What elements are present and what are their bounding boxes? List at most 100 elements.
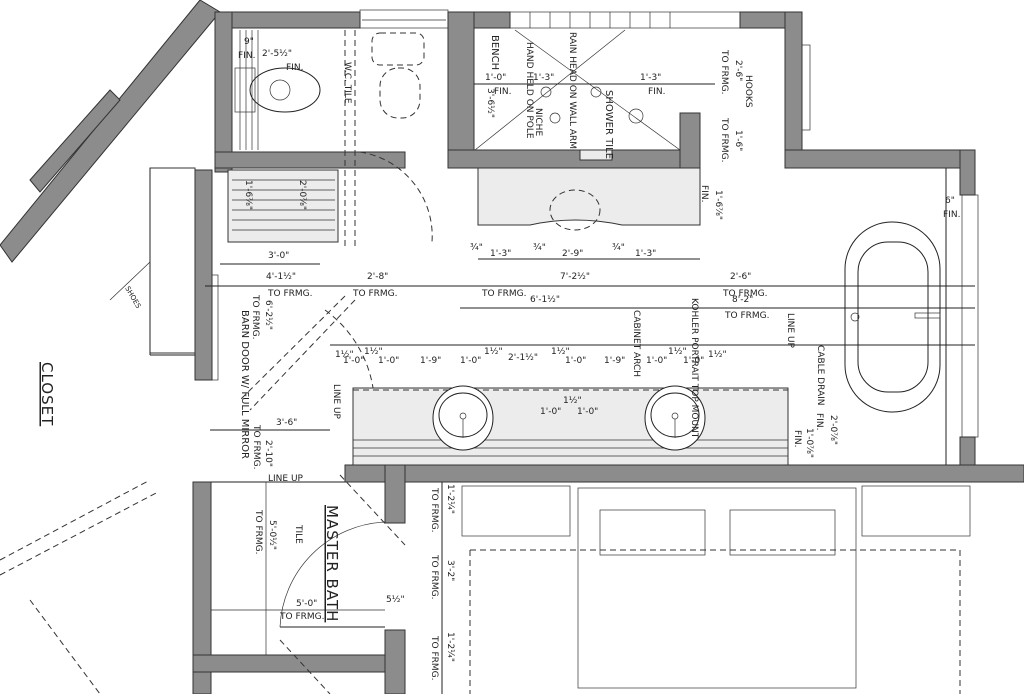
wc-toilet [249, 67, 321, 113]
windows [359, 9, 979, 438]
dim-label: 9" [244, 37, 254, 47]
dim-label: TO FRMG. [429, 635, 439, 680]
bench-label: BENCH [489, 35, 500, 70]
dim-label: 1'-3" [533, 73, 554, 83]
dim-label: 2'-5½" [262, 49, 292, 59]
hand-held-label: HAND HELD ON POLE [524, 42, 534, 139]
dim-label: 8'-2" [732, 295, 753, 305]
dim-label: 5½" [386, 595, 405, 605]
dim-label: 1'-0" [485, 73, 506, 83]
dim-label: 2'-10" [263, 440, 273, 467]
dim-label: 1'-2¼" [445, 632, 455, 662]
door-swing [359, 151, 433, 243]
dim-label: 3'-0" [268, 251, 289, 261]
dim-label: 2'-6" [730, 272, 751, 282]
dim-label: 1½" [563, 396, 582, 406]
dim-label: 1½" [335, 350, 354, 360]
dim-label: 1'-0" [460, 356, 481, 366]
dim-label: 1'-0" [565, 356, 586, 366]
dim-label: FIN. [814, 413, 824, 430]
dim-label: 5'-0" [296, 599, 317, 609]
dim-label: 3'-2" [445, 560, 455, 581]
bed-area [461, 485, 971, 694]
dim-label: 1'-9" [420, 356, 441, 366]
dim-label: 1½" [708, 350, 727, 360]
barn-door [211, 274, 376, 441]
dim-label: 2'-6" [733, 60, 743, 81]
dim-label: 1½" [484, 347, 503, 357]
line-up-label: LINE UP [331, 384, 341, 420]
barn-door-label: BARN DOOR W/ FULL MIRROR [239, 310, 250, 459]
dim-label: 2'-0⅞" [297, 180, 307, 210]
line-up-label: LINE UP [785, 313, 795, 349]
sink-left [432, 385, 494, 451]
bathtub: 6" FIN. CABLE DRAIN 2'-0⅞" FIN. 1'-0⅞" F… [792, 168, 960, 465]
dim-label: 1'-0" [540, 407, 561, 417]
master-bath: MASTER BATH TILE 5'-0½" TO FRMG. 5'-0" T… [211, 474, 455, 694]
dim-label: 6'-2½" [263, 300, 273, 330]
dim-label: FIN. [286, 63, 303, 73]
dim-label: TO FRMG. [724, 311, 769, 321]
dim-label: 1'-0" [378, 356, 399, 366]
master-bath-label: MASTER BATH [323, 505, 341, 622]
shoes-label: SHOES [123, 285, 142, 310]
niche-label: NICHE [533, 108, 543, 136]
kohler-label: KOHLER PORTRAIT TOP MOUNT [689, 298, 699, 439]
dim-label: TO FRMG. [352, 289, 397, 299]
tile-label: TILE [293, 524, 303, 544]
dim-label: 1'-3" [640, 73, 661, 83]
vanity-dim-chain: 1½" 1'-0" 1½" 1'-0" 1'-9" 1'-0" 1½" 2'-1… [335, 347, 727, 366]
dim-label: 1'-6" [733, 130, 743, 151]
dim-label: TO FRMG. [722, 289, 767, 299]
dim-label: TO FRMG. [279, 612, 324, 622]
dim-label: ¾" [470, 243, 483, 253]
dim-label: 1'-6⅞" [243, 180, 253, 210]
rain-head-label: RAIN HEAD ON WALL ARM [567, 32, 577, 149]
dimension-lines: 3'-0" 4'-1½" TO FRMG. 2'-8" TO FRMG. 7'-… [205, 251, 975, 484]
dim-label: 1'-6⅞" [713, 190, 723, 220]
dim-label: ¾" [612, 243, 625, 253]
dim-label: 3'-6½" [485, 88, 495, 118]
dim-label: TO FRMG. [253, 509, 263, 554]
dim-label: TO FRMG. [251, 424, 261, 469]
dim-label: 6'-1½" [530, 295, 560, 305]
dim-label: TO FRMG. [267, 289, 312, 299]
dim-label: 3'-6" [276, 418, 297, 428]
dim-label: FIN. [943, 210, 960, 220]
dim-label: FIN. [494, 87, 511, 97]
dim-label: 1'-2¼" [445, 484, 455, 514]
dim-label: FIN. [648, 87, 665, 97]
sink-right [644, 385, 706, 451]
dim-label: 1'-0⅞" [804, 428, 814, 458]
dim-label: TO FRMG. [719, 49, 729, 94]
dim-label: 1'-0" [646, 356, 667, 366]
dim-label: 1'-0" [683, 356, 704, 366]
dim-label: 1'-9" [604, 356, 625, 366]
dim-label: FIN. [238, 51, 255, 61]
shower: BENCH HAND HELD ON POLE RAIN HEAD ON WAL… [474, 29, 753, 162]
dim-label: 1½" [668, 347, 687, 357]
dim-label: TO FRMG. [250, 294, 260, 339]
dim-label: 6" [945, 196, 955, 206]
dim-label: 1'-0" [343, 356, 364, 366]
dim-label: 2'-0⅞" [828, 415, 838, 445]
dim-label: 5'-0½" [267, 520, 277, 550]
wc-area: 9" FIN. 2'-5½" FIN. W.C. TILE [234, 30, 433, 250]
dim-label: TO FRMG. [719, 117, 729, 162]
dim-label: 1'-3" [635, 249, 656, 259]
double-vanity: 1½" 1'-0" 1'-0" CABINET ARCH KOHLER PORT… [352, 298, 789, 466]
dim-label: 2'-9" [562, 249, 583, 259]
dim-label: 2'-8" [367, 272, 388, 282]
closet-room-label: CLOSET [38, 362, 56, 426]
dim-label: 1'-3" [490, 249, 511, 259]
dim-label: 1'-0" [577, 407, 598, 417]
wc-tile-label: W.C. TILE [342, 62, 352, 104]
hooks-label: HOOKS [743, 75, 753, 108]
toilet-tank [371, 32, 425, 66]
dim-label: TO FRMG. [429, 487, 439, 532]
dim-label: TO FRMG. [429, 554, 439, 599]
dim-label: 4'-1½" [266, 272, 296, 282]
dim-label: FIN. [699, 185, 709, 202]
